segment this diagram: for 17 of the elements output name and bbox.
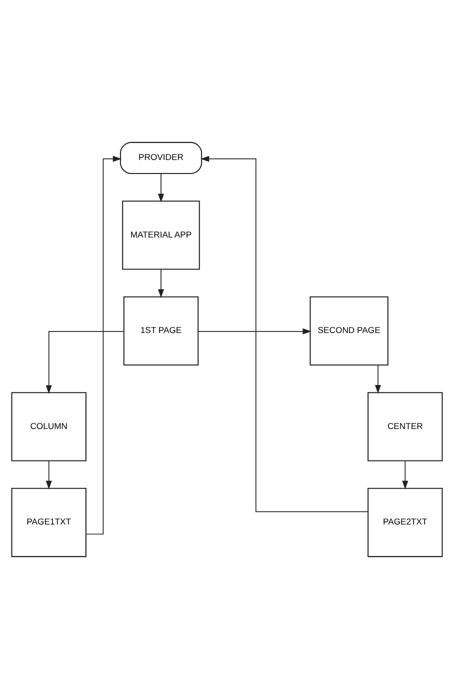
node-box: PROVIDER <box>120 142 202 174</box>
arrow <box>374 364 381 394</box>
node-box: COLUMN <box>11 392 86 462</box>
arrow <box>46 460 52 490</box>
arrow <box>158 173 164 202</box>
arrow <box>158 269 164 298</box>
node-box: SECOND PAGE <box>310 296 388 366</box>
node-box: MATERIAL APP <box>122 200 200 270</box>
node-box: 1ST PAGE <box>123 296 199 366</box>
arrow <box>86 156 122 535</box>
node-box: CENTER <box>368 392 443 462</box>
node-box: PAGE1TXT <box>11 488 86 558</box>
arrow <box>198 328 312 334</box>
arrow <box>200 156 368 512</box>
node-box: PAGE2TXT <box>368 488 443 558</box>
arrow <box>46 330 124 394</box>
arrow <box>402 460 408 490</box>
